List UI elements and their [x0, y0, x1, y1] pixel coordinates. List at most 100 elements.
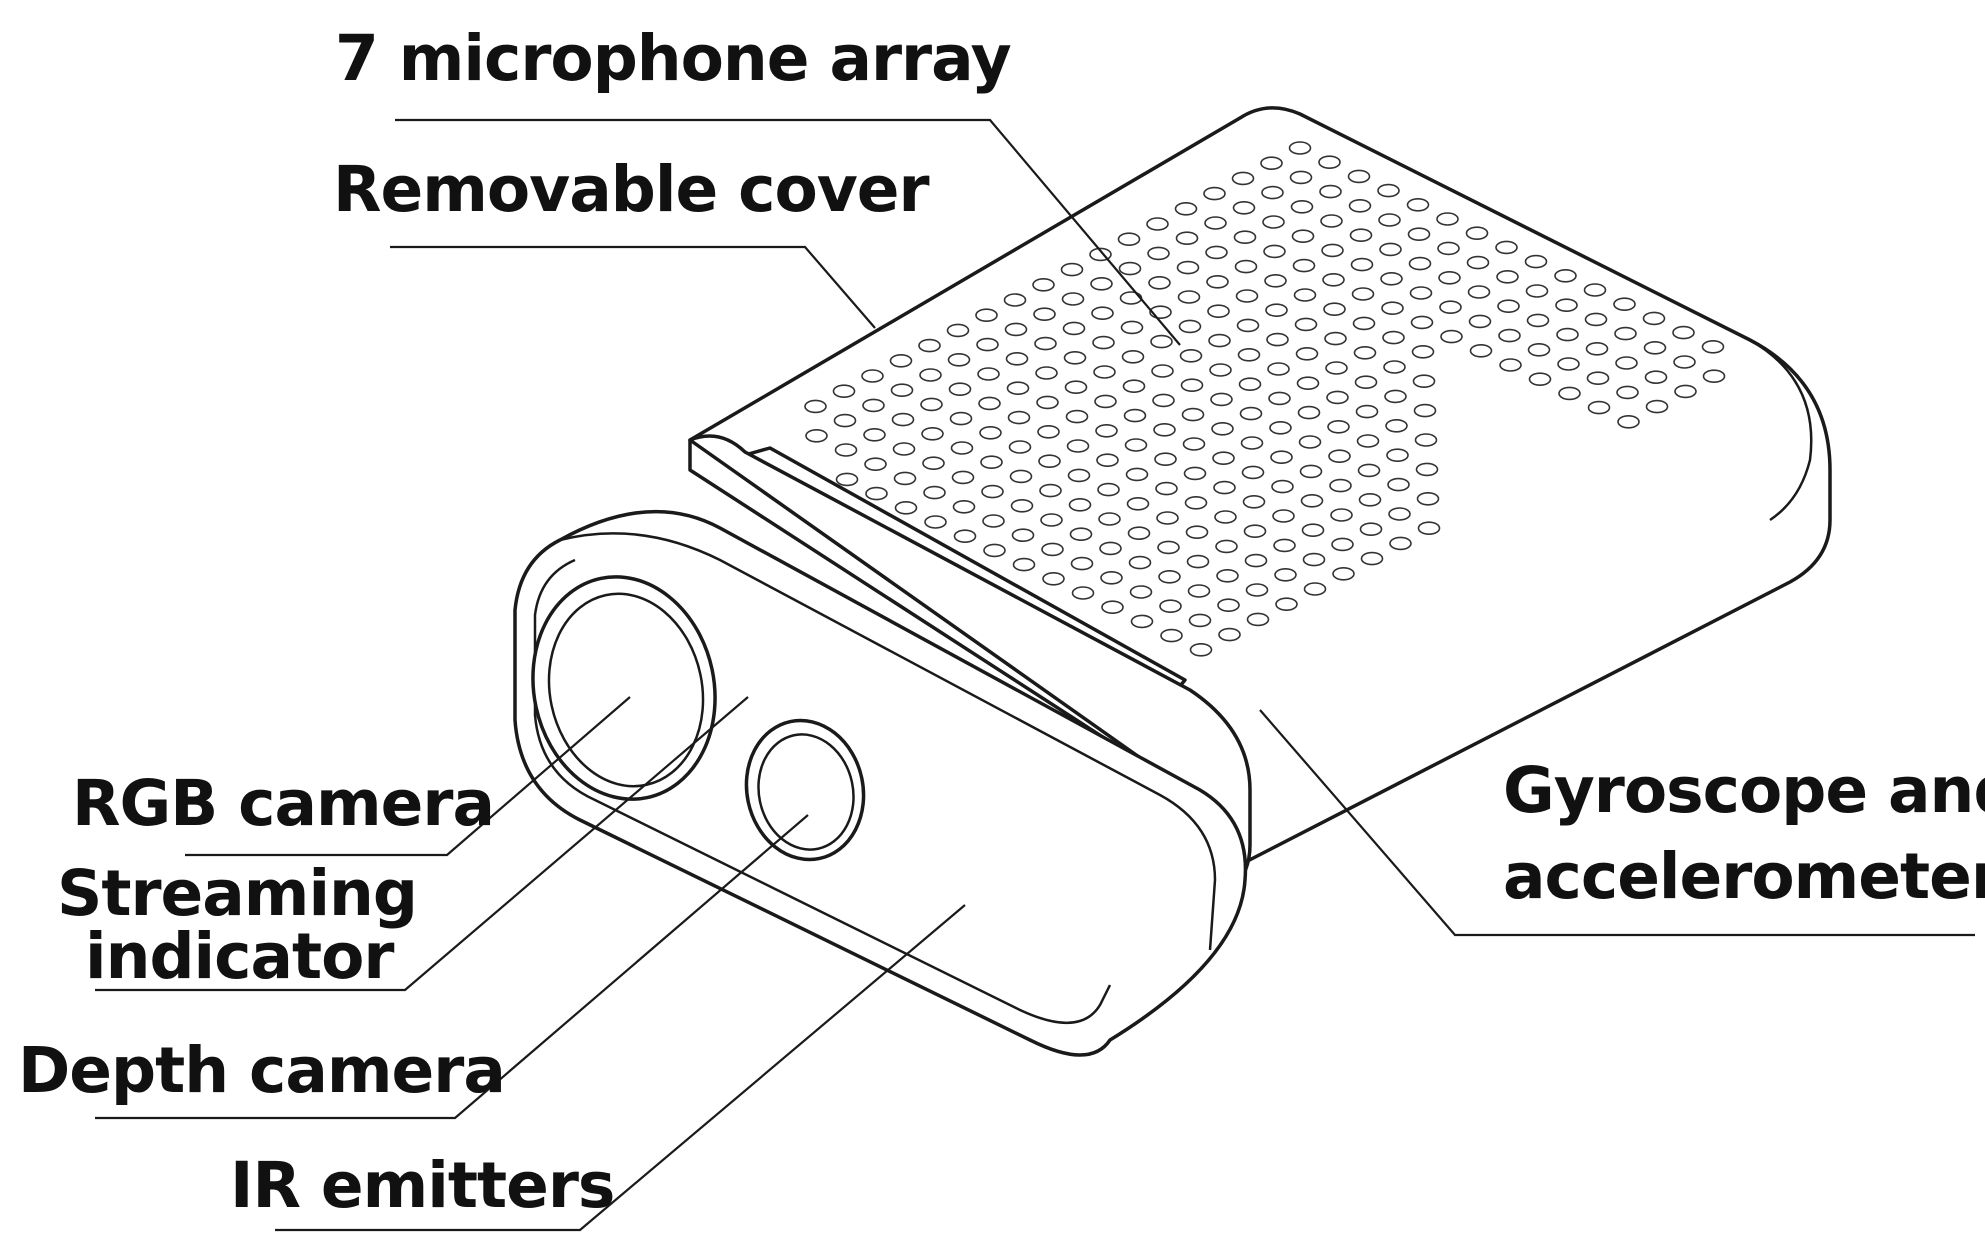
grill-hole: [1182, 437, 1206, 451]
grill-hole: [1032, 277, 1055, 292]
grill-hole: [1174, 202, 1198, 216]
grill-hole: [1673, 355, 1696, 369]
grill-hole: [1117, 232, 1141, 246]
grill-hole: [1065, 409, 1089, 424]
grill-hole: [1417, 521, 1441, 536]
rgb-camera-lens: [531, 575, 717, 801]
grill-hole: [1243, 524, 1267, 539]
grill-hole: [983, 543, 1006, 558]
grill-hole: [1091, 306, 1114, 321]
label-streaming-indicator-line2: indicator: [85, 920, 394, 993]
grill-hole: [1327, 419, 1350, 434]
grill-hole: [1185, 525, 1209, 540]
grill-hole: [1070, 556, 1094, 571]
grill-hole: [948, 382, 972, 397]
leader-ir-emitters: [275, 904, 966, 1232]
grill-hole: [1557, 357, 1580, 371]
grill-hole: [1209, 363, 1232, 377]
grill-hole: [1587, 400, 1611, 415]
grill-hole: [1237, 347, 1261, 362]
grill-hole: [835, 472, 859, 487]
grill-hole: [833, 413, 857, 428]
grill-hole: [1266, 332, 1289, 347]
grill-hole: [1039, 483, 1062, 498]
grill-hole: [1275, 597, 1298, 612]
grill-hole: [1035, 366, 1058, 380]
grill-hole: [1211, 421, 1234, 436]
grill-hole: [1329, 478, 1352, 493]
grill-hole: [864, 457, 887, 472]
grill-hole: [1207, 304, 1230, 319]
grill-hole: [1332, 566, 1355, 581]
grill-hole: [1006, 381, 1030, 396]
grill-hole: [1408, 256, 1432, 271]
leader-streaming-indicator: [95, 696, 749, 992]
grill-hole: [1302, 552, 1326, 567]
grill-hole: [1159, 599, 1182, 614]
grill-hole: [890, 383, 914, 398]
grill-hole: [1321, 243, 1344, 258]
grill-hole: [1203, 186, 1226, 201]
grill-hole: [1436, 212, 1459, 226]
grill-hole: [1412, 374, 1436, 389]
grill-hole: [1350, 257, 1374, 272]
grill-hole: [1003, 293, 1027, 307]
grill-hole: [1295, 346, 1319, 361]
grill-hole: [1125, 467, 1149, 482]
grill-hole: [980, 455, 1003, 470]
grill-hole: [1297, 405, 1321, 420]
grill-hole: [1066, 439, 1090, 453]
grill-hole: [1381, 301, 1404, 316]
camera-bar-top-edge: [559, 532, 1217, 951]
grill-hole: [1120, 320, 1144, 335]
grill-hole: [1270, 450, 1293, 465]
grill-hole: [1206, 274, 1229, 289]
grill-hole: [1118, 261, 1142, 276]
camera-bar-face: [533, 558, 1112, 1024]
grill-hole: [1385, 418, 1408, 433]
grill-hole: [1034, 336, 1057, 351]
grill-hole: [805, 428, 828, 443]
grill-hole: [946, 323, 970, 338]
grill-hole: [863, 427, 886, 442]
grill-hole: [1498, 328, 1521, 343]
grill-hole: [1101, 600, 1124, 615]
grill-hole: [1063, 350, 1087, 365]
grill-hole: [1216, 568, 1239, 583]
grill-hole: [1213, 480, 1236, 495]
grill-hole: [1645, 399, 1669, 414]
grill-hole: [1160, 628, 1183, 643]
grill-hole: [1153, 422, 1176, 437]
grill-hole: [1357, 463, 1381, 478]
grill-hole: [1156, 511, 1179, 525]
grill-hole: [1643, 340, 1667, 355]
grill-hole: [1642, 311, 1666, 326]
label-streaming-indicator-line1: Streaming: [57, 857, 417, 930]
grill-hole: [1353, 345, 1377, 360]
grill-hole: [1356, 434, 1380, 448]
grill-hole: [1010, 498, 1034, 513]
grill-hole: [1615, 356, 1638, 370]
grill-hole: [1238, 377, 1262, 392]
grill-hole: [1177, 290, 1201, 304]
grill-hole: [1128, 555, 1152, 570]
grill-hole: [1007, 410, 1031, 425]
leader-depth-camera: [95, 814, 809, 1120]
grill-hole: [1094, 394, 1117, 409]
grill-hole: [1036, 395, 1059, 410]
grill-hole: [1354, 375, 1378, 390]
grill-hole: [1071, 586, 1095, 600]
grill-hole: [1124, 438, 1148, 452]
grill-hole: [1204, 216, 1227, 230]
grill-hole: [1383, 360, 1406, 374]
grill-hole: [1184, 495, 1208, 510]
grill-hole: [1261, 185, 1284, 200]
grill-hole: [1616, 385, 1639, 400]
grill-hole: [919, 368, 942, 382]
grill-hole: [1175, 231, 1199, 245]
grill-hole: [1319, 184, 1342, 199]
grill-hole: [1095, 423, 1118, 438]
grill-hole: [947, 352, 971, 367]
grill-hole: [1154, 452, 1177, 467]
